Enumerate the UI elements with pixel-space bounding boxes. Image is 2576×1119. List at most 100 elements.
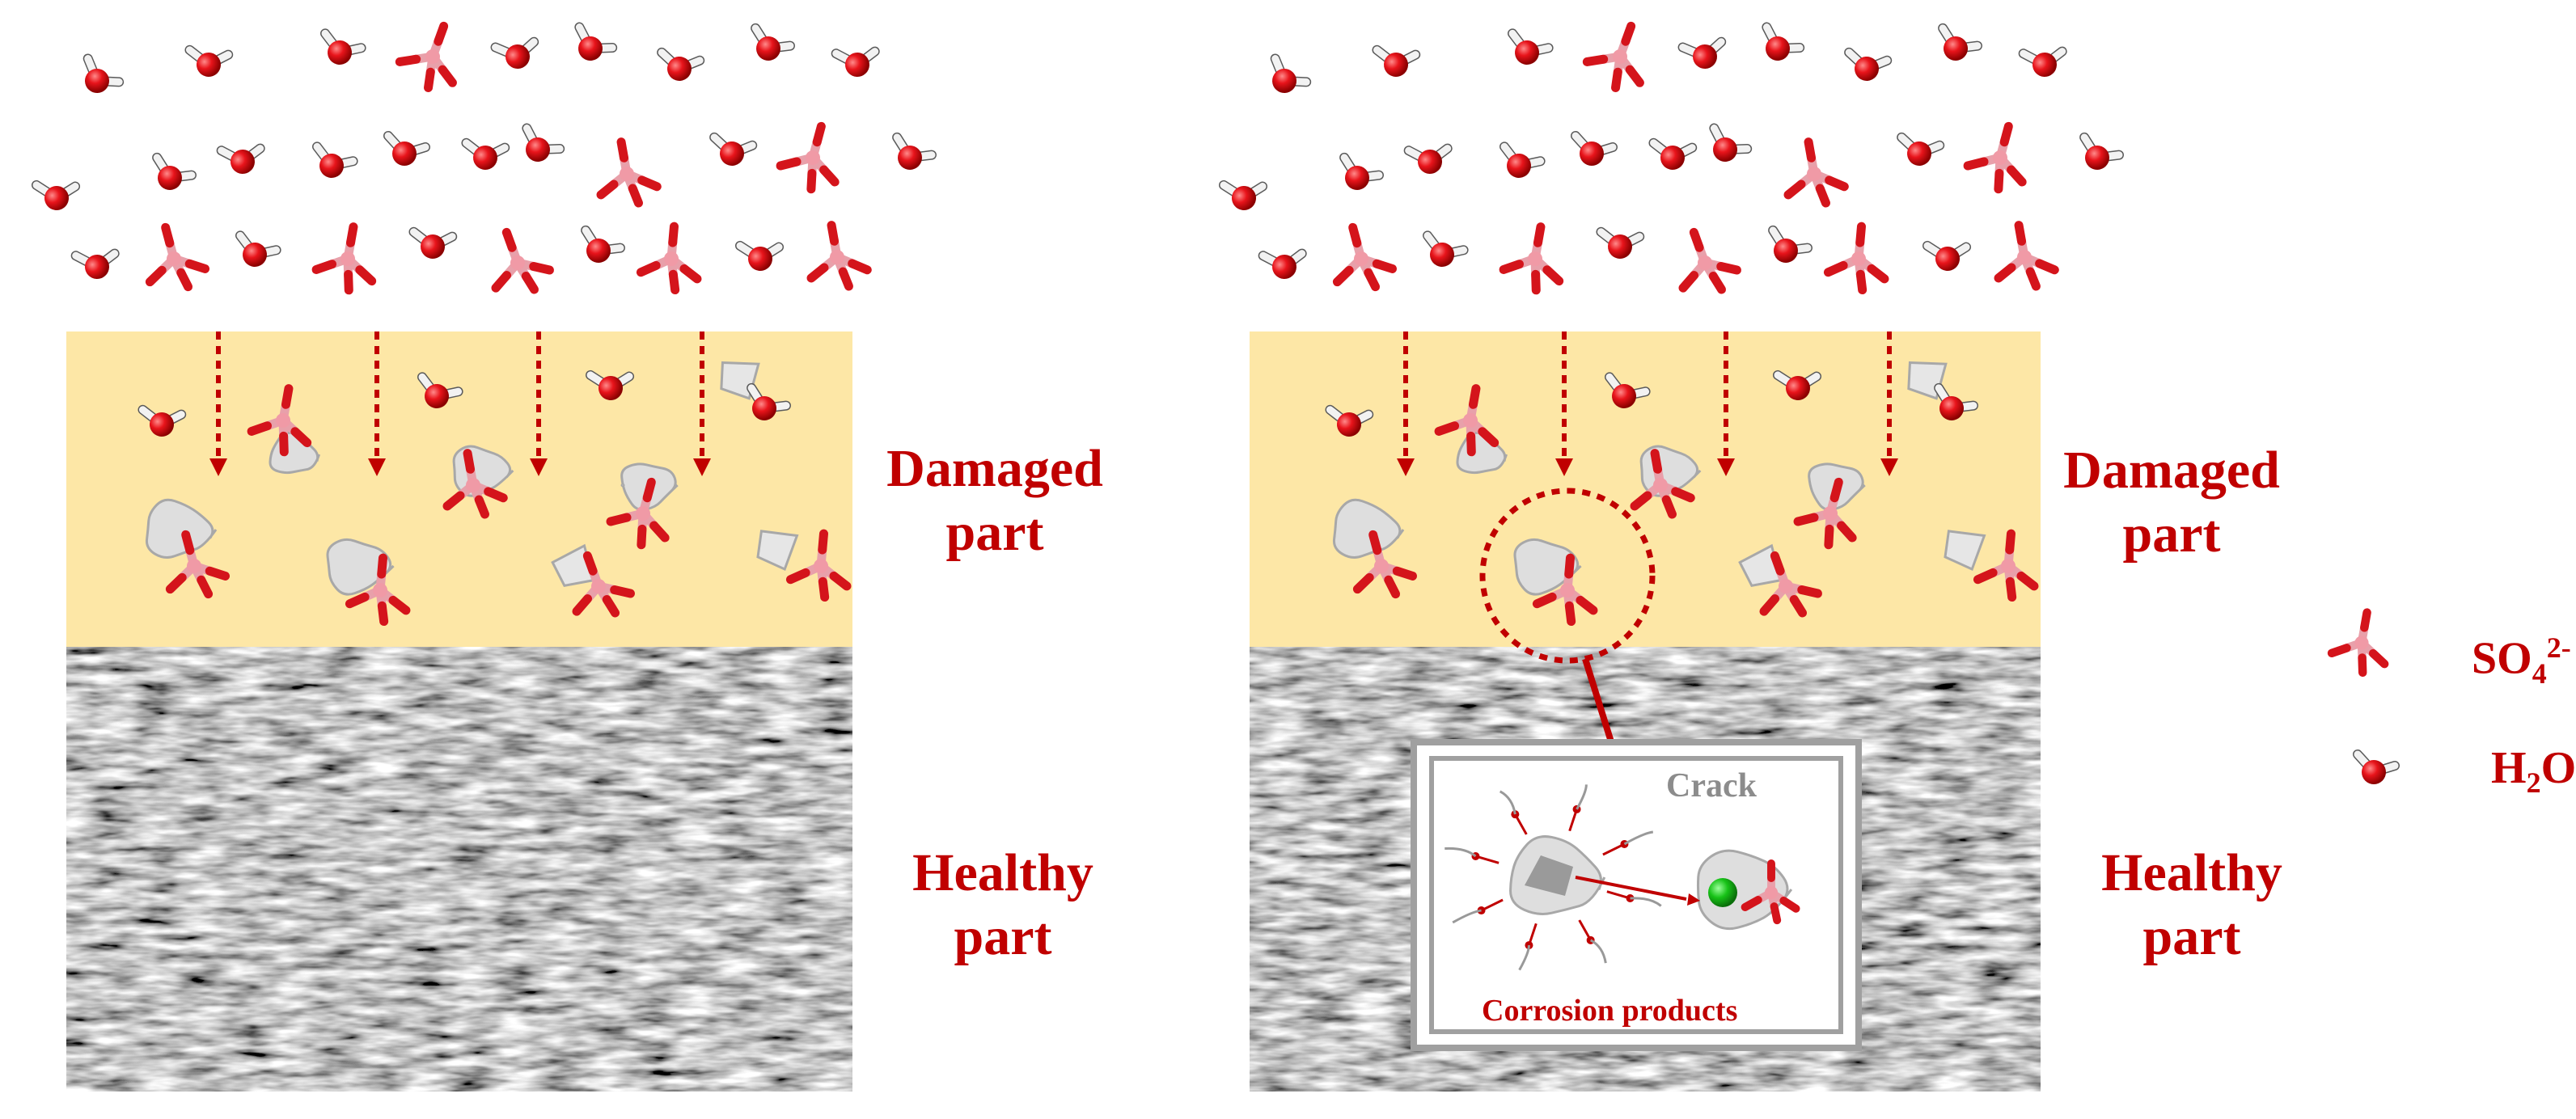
sulfate-ion: [395, 21, 457, 92]
sulfate-ion: [572, 551, 635, 618]
left-healthy-part: part: [954, 907, 1052, 967]
water-molecule: [1677, 36, 1727, 69]
water-molecule: [235, 230, 281, 267]
aggregate-particle: [620, 483, 625, 488]
molecule-layer: [31, 21, 2124, 627]
sulfate-ion: [1678, 227, 1741, 294]
water-molecule: [734, 240, 785, 271]
penetration-arrowhead: [693, 458, 711, 476]
aggregate-flake: [756, 530, 799, 572]
water-molecule: [2353, 750, 2400, 784]
penetration-arrowhead: [368, 458, 386, 476]
water-molecule: [490, 36, 539, 69]
water-molecule: [184, 44, 234, 77]
water-molecule: [1339, 152, 1384, 190]
sulfate-ion: [1630, 449, 1695, 519]
water-molecule: [82, 53, 125, 93]
water-molecule: [1897, 132, 1945, 166]
right-healthy-label: Healthy part: [2054, 841, 2329, 969]
highlight-circle: [1479, 488, 1656, 664]
water-molecule: [751, 23, 795, 61]
water-molecule: [1325, 404, 1374, 437]
water-molecule: [152, 152, 197, 190]
sulfate-ion: [606, 477, 670, 550]
water-molecule: [574, 22, 618, 61]
sulfate-ion: [145, 222, 210, 292]
water-molecule: [383, 131, 430, 166]
right-panel: [1250, 331, 2041, 1092]
left-healthy-word: Healthy: [912, 843, 1093, 902]
left-damaged-label: Damaged part: [857, 437, 1132, 564]
water-molecule: [1934, 382, 1978, 420]
water-molecule: [1844, 47, 1893, 81]
water-molecule: [1709, 123, 1753, 162]
water-molecule: [1604, 372, 1651, 408]
sulfate-ion: [311, 222, 377, 295]
water-molecule: [1648, 137, 1698, 170]
water-molecule: [70, 248, 120, 279]
sulfate-ion: [1973, 529, 2039, 602]
aggregate-particle: [145, 498, 218, 559]
sulfate-ion: [1352, 530, 1418, 599]
sulfate-ion: [247, 384, 312, 457]
sulfate-ion: [1741, 859, 1800, 925]
water-molecule: [1762, 22, 1805, 61]
water-molecule: [1938, 23, 1982, 61]
water-molecule: [892, 132, 937, 170]
water-molecule: [2079, 132, 2124, 170]
penetration-arrowhead: [1555, 458, 1573, 476]
water-molecule: [1922, 240, 1972, 271]
right-damaged-word: Damaged: [2063, 441, 2280, 500]
sulfate-ion: [1823, 222, 1889, 295]
water-molecule: [1422, 230, 1469, 267]
water-molecule: [831, 46, 880, 77]
sulfate-ion: [491, 227, 554, 294]
water-molecule: [311, 141, 358, 178]
water-molecule: [1571, 131, 1618, 166]
sulfate-ion: [442, 449, 508, 519]
water-molecule: [1270, 53, 1312, 93]
left-panel: [66, 331, 852, 1092]
water-molecule: [709, 132, 758, 166]
left-healthy-label: Healthy part: [865, 841, 1140, 969]
right-damaged-label: Damaged part: [2034, 438, 2309, 566]
water-molecule: [657, 47, 705, 81]
left-damaged-word: Damaged: [886, 439, 1103, 498]
penetration-arrowhead: [209, 458, 227, 476]
sulfate-ion: [1532, 553, 1598, 627]
water-molecule: [522, 123, 565, 162]
legend-icons: [2327, 608, 2400, 784]
water-molecule: [2018, 46, 2067, 77]
legend-sulfate-label: SO42-: [2472, 631, 2571, 690]
sulfate-ion: [2327, 608, 2389, 678]
penetration-arrowhead: [1397, 458, 1415, 476]
water-molecule: [137, 404, 187, 437]
sulfate-ion: [1582, 21, 1644, 92]
crack-label: Crack: [1666, 767, 1757, 804]
left-healthy-layer: [66, 647, 852, 1092]
water-molecule: [319, 28, 366, 65]
sulfate-ion: [596, 137, 662, 208]
sulfate-ion: [1783, 137, 1849, 208]
water-molecule: [1499, 141, 1546, 178]
water-molecule: [581, 225, 625, 263]
water-molecule: [747, 382, 791, 420]
water-molecule: [1772, 369, 1822, 400]
sulfate-ion: [165, 530, 231, 599]
water-molecule: [216, 143, 265, 174]
sulfate-ion: [806, 221, 872, 291]
water-molecule: [31, 179, 81, 210]
sulfate-ion: [776, 121, 840, 194]
penetration-arrowhead: [530, 458, 548, 476]
right-healthy-part: part: [2142, 907, 2241, 967]
sulfate-ion: [1499, 222, 1564, 295]
right-healthy-word: Healthy: [2101, 843, 2282, 902]
sulfate-ion: [785, 529, 852, 602]
water-molecule: [1218, 179, 1268, 210]
water-molecule: [1596, 226, 1645, 259]
left-damaged-part: part: [945, 503, 1044, 563]
sulfate-ion: [636, 222, 702, 295]
penetration-arrowhead: [1880, 458, 1898, 476]
sulfate-ion: [1994, 221, 2059, 291]
